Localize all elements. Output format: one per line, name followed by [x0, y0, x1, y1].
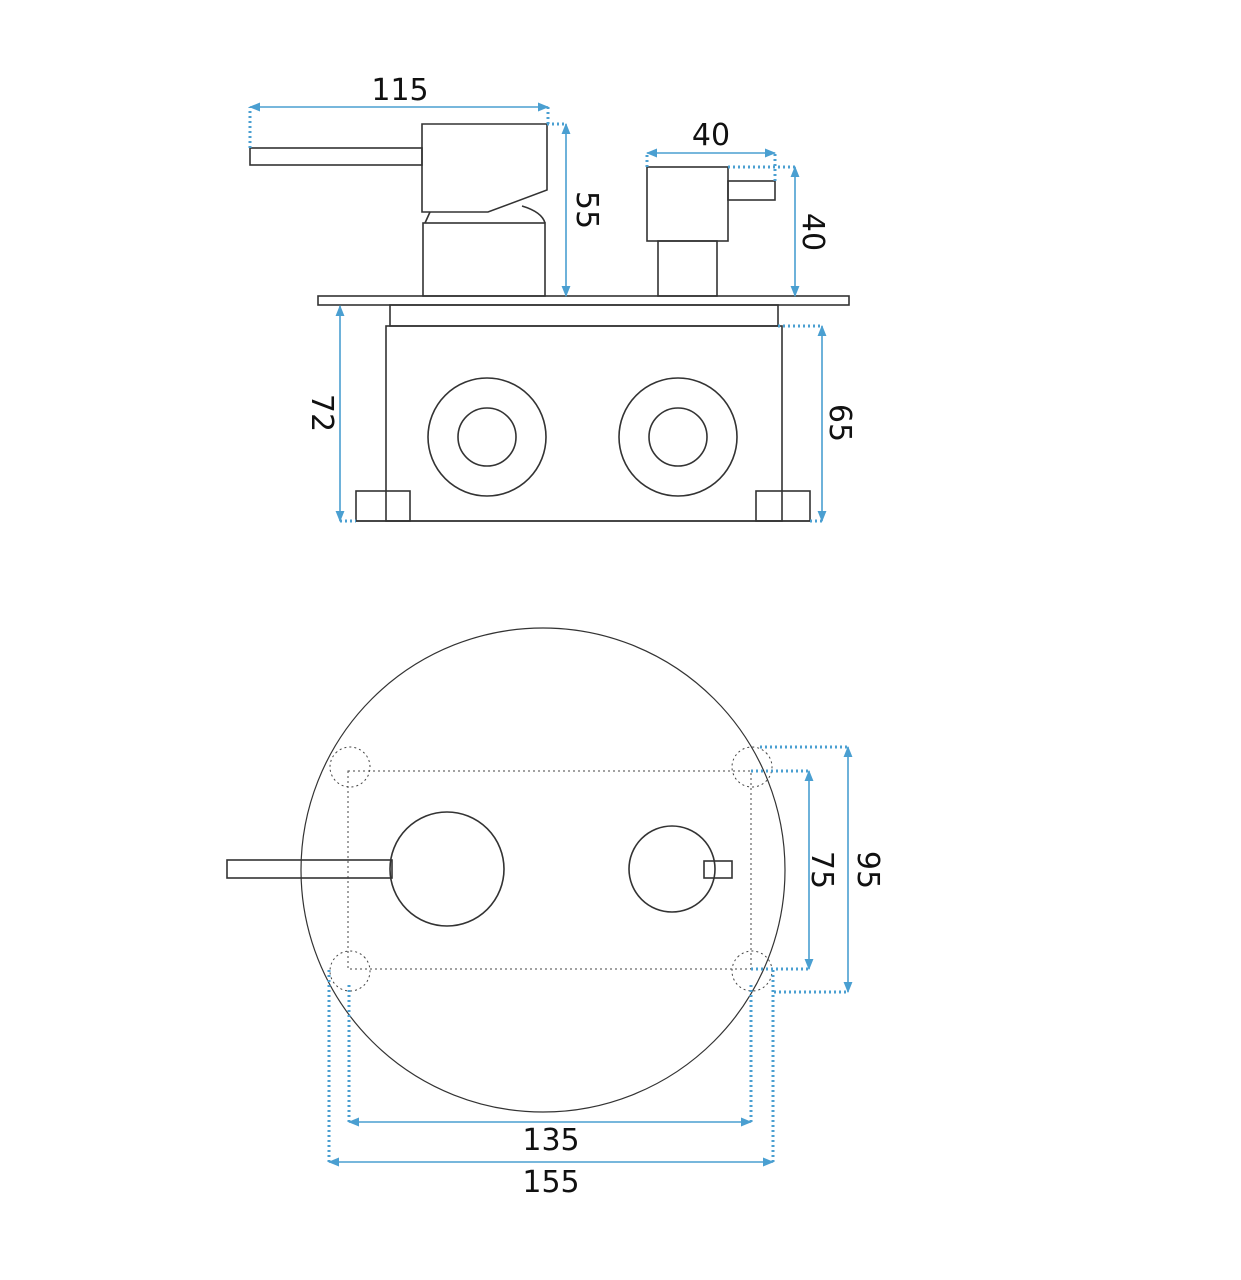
dim-label-75: 75	[804, 851, 839, 889]
dim-inner-height: 75	[751, 769, 839, 971]
dim-diverter-height: 40	[728, 165, 830, 298]
mixer-lever	[249, 147, 423, 166]
port-left-inner	[457, 407, 517, 467]
mixer-stem	[422, 222, 546, 297]
diverter-lever	[727, 180, 776, 201]
body-ring	[389, 304, 779, 327]
dim-box-depth: 65	[778, 324, 857, 523]
diverter-lever-front	[703, 860, 733, 879]
diverter-handle-front	[628, 825, 716, 913]
concealed-box	[385, 325, 783, 522]
dim-mixer-height: 55	[547, 122, 604, 298]
dim-outer-width: 155	[327, 970, 775, 1200]
diverter-head	[646, 166, 729, 242]
dim-lever-length: 115	[248, 73, 550, 148]
dim-label-65: 65	[822, 404, 857, 442]
dim-outer-height: 95	[760, 745, 885, 994]
dim-label-40-height: 40	[795, 213, 830, 251]
mixer-collar	[424, 211, 431, 224]
side-view: 115 40 55 40 72	[248, 73, 857, 523]
cover-plate-outline	[300, 627, 786, 1113]
foot-left	[355, 490, 411, 522]
lug-top-right	[731, 746, 773, 788]
mixer-handle-front	[389, 811, 505, 927]
port-right-inner	[648, 407, 708, 467]
port-left-outer	[427, 377, 547, 497]
dim-label-155: 155	[522, 1165, 579, 1200]
lug-bottom-left	[329, 950, 371, 992]
lug-bottom-right	[731, 950, 773, 992]
mixer-head	[421, 123, 548, 213]
dim-label-115: 115	[371, 73, 428, 108]
lug-top-left	[329, 746, 371, 788]
dim-label-135: 135	[522, 1123, 579, 1158]
mixer-neck-curve	[521, 205, 546, 224]
front-view: 75 95 135 155	[226, 627, 885, 1200]
diverter-stem	[657, 240, 718, 297]
dim-inner-width: 135	[347, 985, 753, 1158]
dim-label-95: 95	[850, 851, 885, 889]
hidden-box-outline	[347, 770, 752, 970]
cover-plate	[317, 295, 850, 306]
dim-label-55: 55	[569, 191, 604, 229]
dim-label-40-width: 40	[692, 118, 730, 153]
port-right-outer	[618, 377, 738, 497]
foot-right	[755, 490, 811, 522]
mixer-lever-front	[226, 859, 393, 879]
dim-total-depth: 72	[304, 304, 356, 523]
dim-diverter-width: 40	[645, 118, 777, 181]
dim-label-72: 72	[304, 394, 339, 432]
